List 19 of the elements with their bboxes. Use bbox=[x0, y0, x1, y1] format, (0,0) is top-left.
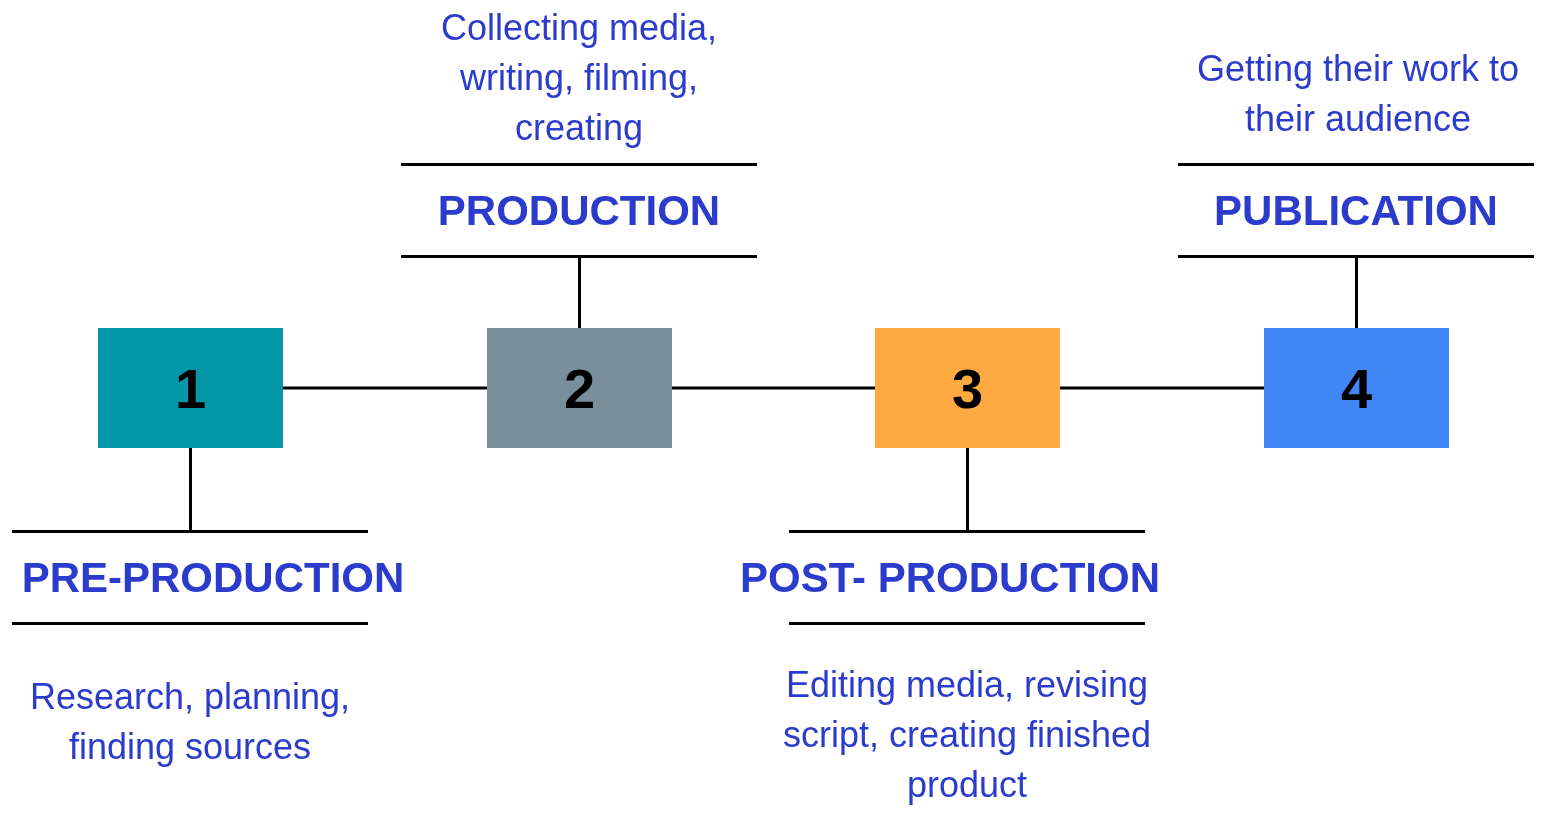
step-box: 4 bbox=[1264, 328, 1449, 448]
stage-description: Editing media, revising script, creating finished product bbox=[781, 663, 1153, 807]
connector-line bbox=[283, 386, 487, 390]
connector-line bbox=[966, 448, 969, 530]
stage-description: Collecting media, writing, filming, creating bbox=[439, 6, 719, 150]
stage-heading: PRE-PRODUCTION bbox=[8, 530, 418, 625]
connector-line bbox=[672, 386, 875, 390]
step-box: 3 bbox=[875, 328, 1060, 448]
stage-heading: PUBLICATION bbox=[1178, 163, 1534, 258]
stage-heading: PRODUCTION bbox=[401, 163, 757, 258]
stage-heading: POST- PRODUCTION bbox=[720, 530, 1180, 625]
stage-description: Research, planning, finding sources bbox=[28, 675, 352, 769]
step-box: 2 bbox=[487, 328, 672, 448]
step-box: 1 bbox=[98, 328, 283, 448]
connector-line bbox=[578, 258, 581, 328]
connector-line bbox=[1060, 386, 1264, 390]
stage-description: Getting their work to their audience bbox=[1195, 47, 1521, 141]
connector-line bbox=[189, 448, 192, 530]
connector-line bbox=[1355, 258, 1358, 328]
